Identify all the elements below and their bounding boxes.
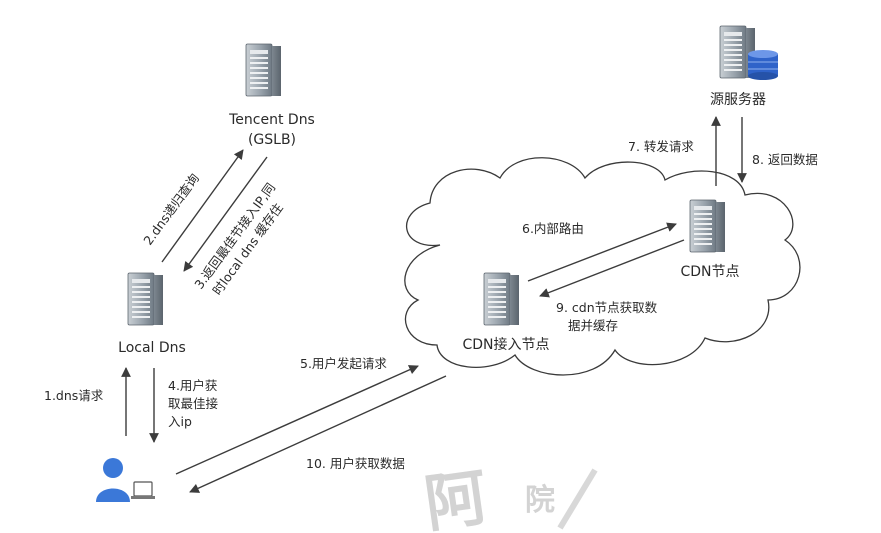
tencent-dns-server — [245, 43, 282, 97]
user-computer-icon — [96, 458, 155, 502]
step-4-label-line1: 4.用户获 — [168, 378, 217, 393]
tencent-dns-label: Tencent Dns — [228, 112, 315, 128]
arrow-5-user-request — [175, 365, 419, 475]
step-9-label-line1: 9. cdn节点获取数 — [556, 300, 658, 315]
step-9-label-line2: 据并缓存 — [568, 318, 618, 333]
arrow-10-user-gets-data — [189, 375, 447, 493]
gslb-label: (GSLB) — [248, 132, 296, 148]
step-2-label: 2.dns递归查询 — [140, 171, 202, 248]
local-dns-label: Local Dns — [118, 340, 186, 356]
origin-server — [719, 25, 778, 80]
arrow-3-return-best-ip — [183, 156, 268, 272]
cdn-access-node-label: CDN接入节点 — [462, 336, 549, 353]
server-icon — [483, 272, 520, 326]
watermark-text-small: 院 — [525, 483, 555, 518]
arrow-6-internal-routing — [527, 222, 677, 282]
step-5-label: 5.用户发起请求 — [300, 356, 387, 371]
database-icon — [748, 50, 778, 80]
step-4-label-line3: 入ip — [168, 414, 192, 429]
step-4-label-line2: 取最佳接 — [168, 396, 219, 411]
arrow-2-recursive-query — [161, 149, 244, 263]
watermark-stroke — [557, 468, 598, 530]
cdn-node-label: CDN节点 — [680, 264, 739, 280]
origin-server-label: 源服务器 — [710, 92, 766, 108]
watermark-text: 阿 — [420, 460, 492, 533]
watermark: 阿 院 — [420, 460, 598, 533]
cdn-node-server — [689, 199, 726, 253]
step-10-label: 10. 用户获取数据 — [306, 456, 405, 471]
step-7-label: 7. 转发请求 — [628, 139, 694, 154]
step-8-label: 8. 返回数据 — [752, 152, 818, 167]
step-1-label: 1.dns请求 — [44, 388, 104, 403]
arrow-9-cdn-fetch-cache — [539, 239, 685, 298]
server-icon — [127, 272, 164, 326]
cdn-access-server — [483, 272, 520, 326]
local-dns-server — [127, 272, 164, 326]
server-icon — [245, 43, 282, 97]
server-icon — [689, 199, 726, 253]
step-6-label: 6.内部路由 — [522, 221, 584, 236]
